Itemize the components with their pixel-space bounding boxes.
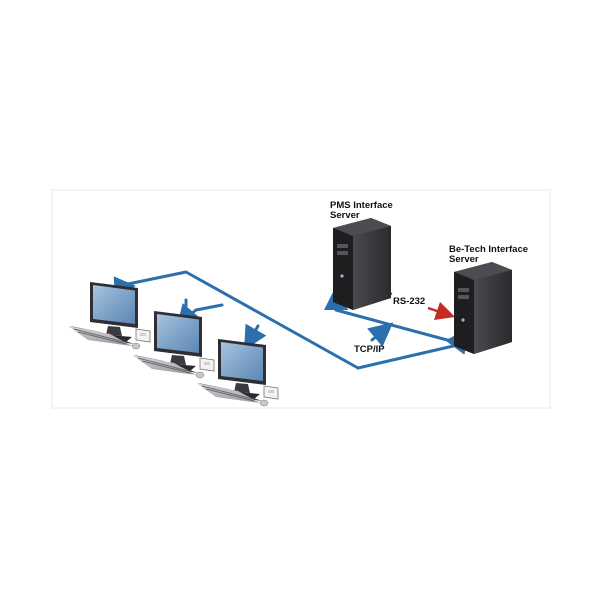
link-pms-bus [334, 308, 464, 346]
tcpip-label: TCP/IP [354, 344, 385, 355]
pms-interface-server [333, 218, 391, 310]
pms-server-label-line1: PMS Interface [330, 200, 393, 211]
link-pms-server [356, 342, 464, 370]
pms-server-label-line2: Server [330, 210, 360, 221]
network-bus [121, 270, 360, 370]
rs232-label: RS-232 [393, 296, 425, 307]
betech-server-label-line1: Be-Tech Interface [449, 244, 528, 255]
serial-arrow-to-betech [427, 301, 456, 321]
workstation-2 [131, 310, 215, 379]
workstation-icon [131, 310, 215, 379]
link-workstation-3 [244, 323, 267, 351]
workstation-3 [195, 338, 279, 407]
server-tower-icon [454, 262, 512, 354]
workstation-icon [67, 281, 151, 350]
link-tcpip-arrow [367, 322, 394, 347]
diagram-frame [51, 189, 551, 409]
workstation-icon [195, 338, 279, 407]
server-tower-icon [333, 218, 391, 310]
workstation-1 [67, 281, 151, 350]
betech-interface-server [454, 262, 512, 354]
betech-server-label-line2: Server [449, 254, 479, 265]
